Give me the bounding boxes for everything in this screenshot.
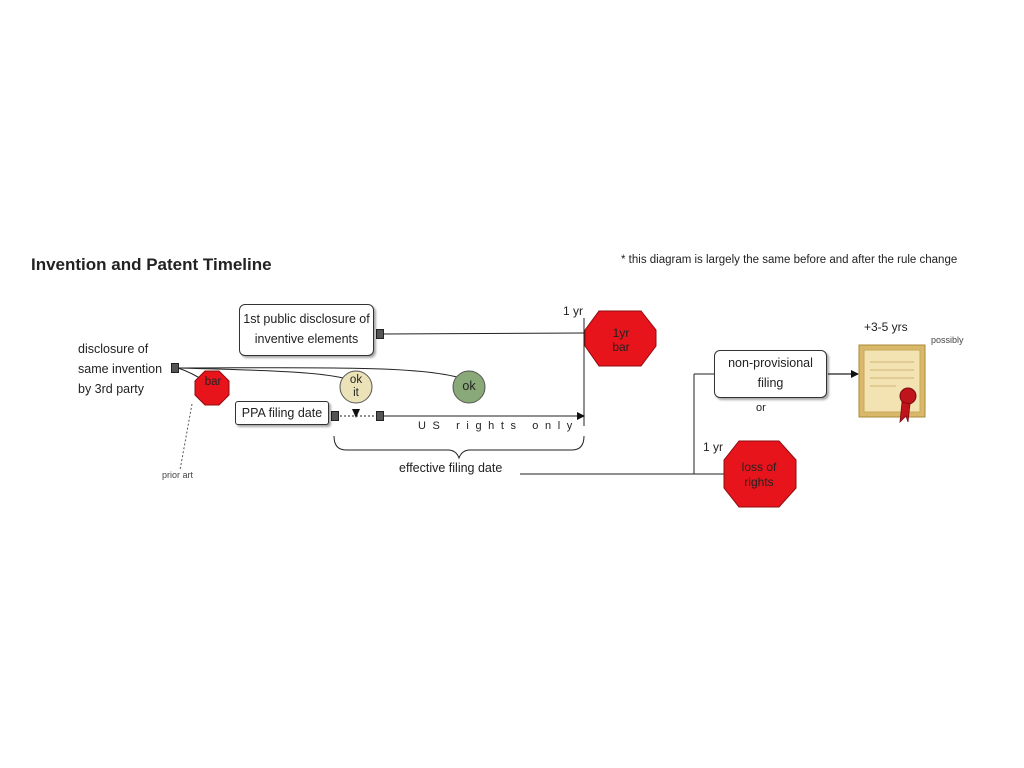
possibly-label: possibly	[931, 335, 964, 345]
bar-stop-marker	[194, 370, 230, 406]
non-provisional-line2: filing	[757, 376, 784, 390]
third-party-line3: by 3rd party	[78, 382, 145, 396]
one-year-bar-text: 1yr bar	[590, 326, 652, 354]
one-year-bar-line2: bar	[612, 340, 630, 354]
third-party-line1: disclosure of	[78, 342, 149, 356]
first-disclosure-line1: 1st public disclosure of	[243, 312, 370, 326]
third-party-disclosure-label: disclosure of same invention by 3rd part…	[78, 339, 162, 399]
rule-change-note: * this diagram is largely the same befor…	[621, 254, 958, 266]
ok-it-line1: ok	[349, 374, 363, 386]
ok-it-line2: it	[353, 387, 359, 399]
one-year-bar-stop-marker	[584, 310, 657, 367]
ok-it-down-arrow	[352, 409, 360, 418]
ok-circle	[452, 370, 486, 404]
disclosure-to-deadline-line	[383, 332, 585, 335]
non-provisional-line1: non-provisional	[728, 356, 813, 370]
page-title: Invention and Patent Timeline	[31, 255, 272, 274]
effective-filing-date-label: effective filing date	[399, 461, 503, 475]
loss-line1: loss of	[741, 460, 777, 474]
one-year-bar-line1: 1yr	[612, 326, 630, 340]
prior-art-dotted-line	[179, 403, 193, 471]
ppa-filing-date-box: PPA filing date	[235, 401, 329, 425]
or-label: or	[756, 402, 766, 414]
third-party-line2: same invention	[78, 362, 163, 376]
non-provisional-filing-box: non-provisional filing	[714, 350, 827, 398]
ok-marker-text: ok	[462, 379, 476, 393]
loss-of-rights-text: loss of rights	[728, 460, 790, 490]
plus-years-label: +3-5 yrs	[864, 320, 908, 334]
one-year-top-label: 1 yr	[563, 304, 584, 318]
prior-art-label: prior art	[162, 470, 194, 480]
loss-line2: rights	[744, 475, 774, 489]
third-party-curve-to-ok	[177, 367, 471, 383]
first-public-disclosure-box: 1st public disclosure of inventive eleme…	[239, 304, 374, 356]
ok-it-circle	[339, 370, 373, 404]
loss-of-rights-stop-marker	[723, 440, 797, 508]
effective-date-brace	[333, 435, 585, 460]
bar-marker-text: bar	[204, 376, 222, 388]
one-year-bottom-label: 1 yr	[703, 440, 724, 454]
third-party-handle	[171, 363, 179, 373]
us-rights-start-handle	[376, 411, 384, 421]
us-rights-only-label: US rights only	[418, 420, 579, 432]
patent-certificate-icon	[858, 344, 926, 424]
ppa-filing-label: PPA filing date	[241, 406, 323, 420]
ppa-handle	[331, 411, 339, 421]
first-disclosure-line2: inventive elements	[254, 332, 359, 346]
ok-it-marker-text: ok it	[340, 374, 372, 400]
disclosure-handle	[376, 329, 384, 339]
